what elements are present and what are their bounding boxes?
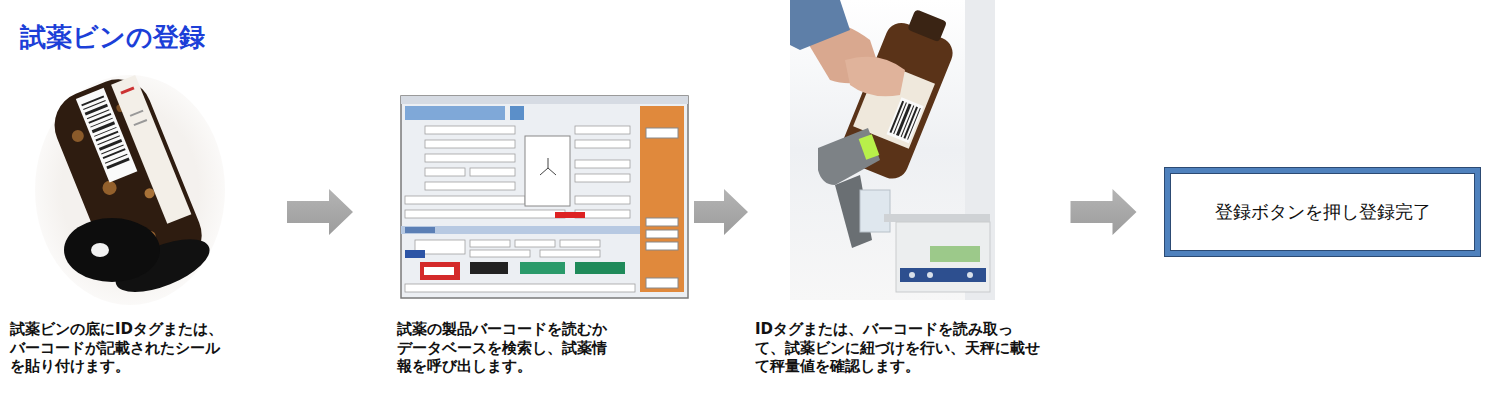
process-step: 試薬ビンの底にIDタグまたは、バーコードが記載されたシールを貼り付けます。 — [8, 70, 280, 376]
box-label: 登録ボタンを押し登録完了 — [1215, 200, 1431, 224]
bottle-photo — [35, 69, 225, 305]
step-caption: 試薬ビンの底にIDタグまたは、バーコードが記載されたシールを貼り付けます。 — [10, 320, 228, 376]
software-screenshot — [401, 96, 688, 298]
flow-arrow — [287, 189, 353, 235]
diagram-title: 試薬ビンの登録 — [20, 20, 205, 55]
step-caption: 試薬の製品バーコードを読むかデータベースを検索し、試薬情報を呼び出します。 — [397, 320, 615, 376]
process-step: IDタグまたは、バーコードを読み取って、試薬ビンに紐づけを行い、天秤に載せて秤量… — [752, 60, 1042, 376]
weighing-photo — [790, 0, 995, 300]
step-caption: IDタグまたは、バーコードを読み取って、試薬ビンに紐づけを行い、天秤に載せて秤量… — [755, 320, 1041, 376]
flow-arrow — [1071, 189, 1137, 235]
flow-arrow — [694, 189, 748, 235]
process-step: 試薬の製品バーコードを読むかデータベースを検索し、試薬情報を呼び出します。 — [360, 90, 690, 376]
result-box: 登録ボタンを押し登録完了 — [1165, 168, 1480, 256]
